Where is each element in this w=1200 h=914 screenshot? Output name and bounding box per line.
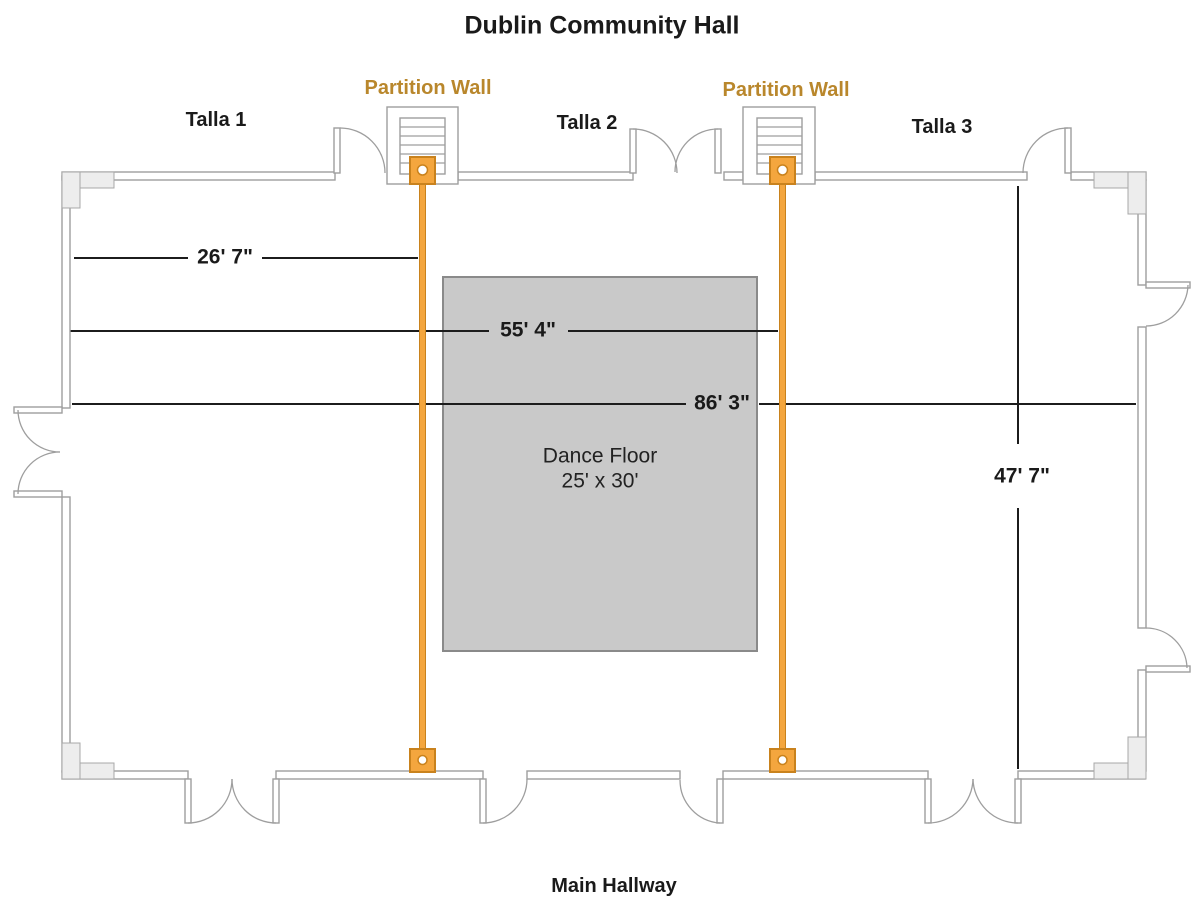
partition-cabinet-2 <box>742 106 816 185</box>
main-hallway-label: Main Hallway <box>551 875 677 897</box>
door-bottom-double-1 <box>184 778 280 824</box>
exterior-walls <box>61 171 1147 780</box>
door-top-double <box>629 128 722 174</box>
door-left-double <box>13 406 63 498</box>
door-top-single-2 <box>1022 127 1072 174</box>
corner-block-top-right <box>1093 171 1147 215</box>
door-top-single-1 <box>333 127 386 174</box>
door-bottom-single-1 <box>479 778 528 824</box>
dance-floor-size: 25' x 30' <box>561 469 639 493</box>
room-label-talla-2: Talla 2 <box>556 112 618 134</box>
doors <box>13 127 1191 824</box>
door-right-single-1 <box>1145 281 1191 327</box>
partition-anchor-top-1 <box>409 156 436 185</box>
dimension-label-talla1-width: 26' 7" <box>197 245 253 269</box>
room-label-talla-3: Talla 3 <box>911 116 973 138</box>
partition-wall-2 <box>742 106 816 773</box>
partition-wall-label-1: Partition Wall <box>364 77 492 99</box>
corner-block-bottom-right <box>1093 736 1147 780</box>
partition-wall-label-2: Partition Wall <box>722 79 850 101</box>
partition-wall-1 <box>386 106 459 773</box>
corner-block-top-left <box>61 171 115 209</box>
partition-track-1 <box>419 182 426 751</box>
page-title: Dublin Community Hall <box>464 11 740 40</box>
dimension-label-hall-depth: 47' 7" <box>994 464 1050 488</box>
dimension-lines <box>70 186 1136 769</box>
dance-floor-label: Dance Floor <box>542 444 658 468</box>
dimension-label-talla1-talla2-width: 55' 4" <box>500 318 556 342</box>
door-right-single-2 <box>1145 627 1191 673</box>
corner-block-bottom-left <box>61 742 115 780</box>
dance-floor-area <box>442 276 758 652</box>
door-bottom-double-2 <box>924 778 1022 824</box>
door-bottom-single-2 <box>679 778 724 824</box>
room-label-talla-1: Talla 1 <box>185 109 247 131</box>
dimension-label-hall-width: 86' 3" <box>694 391 750 415</box>
partition-track-2 <box>779 182 786 751</box>
